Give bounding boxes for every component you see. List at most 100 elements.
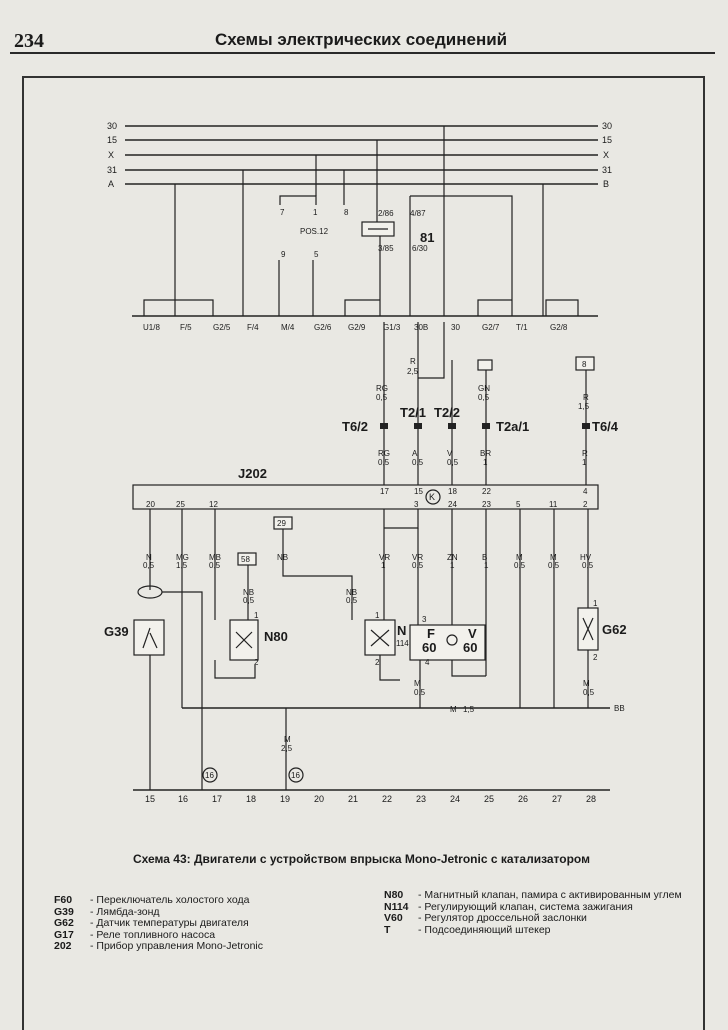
- ecu-pin: 20: [146, 500, 155, 509]
- ground-number: 24: [450, 794, 460, 804]
- panel-terminal: G2/9: [348, 323, 366, 332]
- ground-marker-label: 16: [291, 771, 300, 780]
- wire-code: 0,5: [414, 688, 426, 697]
- relay-pin: 1: [313, 208, 318, 217]
- panel-terminal: G1/3: [383, 323, 401, 332]
- wire-code: 0,5: [376, 393, 388, 402]
- wire-code: RG: [378, 449, 390, 458]
- wire-code: 1: [582, 458, 587, 467]
- legend-item: G62- Датчик температуры двигателя: [54, 917, 263, 930]
- wire-code: NB: [277, 553, 288, 562]
- component-label: N80: [264, 629, 288, 644]
- wire-code: M: [550, 553, 557, 562]
- wire-code: 0,5: [582, 561, 594, 570]
- bus-label: 15: [107, 135, 117, 145]
- ecu-pin: 17: [380, 487, 389, 496]
- connector-label: T6/4: [592, 419, 619, 434]
- supply-buses: 30 15 X 31 A 30 15 X 31 B: [107, 121, 612, 189]
- legend-desc: - Регулятор дроссельной заслонки: [418, 912, 587, 924]
- fuse-label: 58: [241, 555, 250, 564]
- panel-terminal: T/1: [516, 323, 528, 332]
- wire-code: MB: [209, 553, 221, 562]
- terminal-strip: U1/8 F/5 G2/5 F/4 M/4 G2/6 G2/9 G1/3 30B…: [132, 315, 598, 332]
- page-title: Схемы электрических соединений: [215, 30, 508, 49]
- wire-code: 0,5: [478, 393, 490, 402]
- ecu-pin: 18: [448, 487, 457, 496]
- ecu-pin: 11: [549, 500, 558, 509]
- legend-item: 202 - Прибор управления Mono-Jetronic: [54, 940, 263, 953]
- ground-number: 21: [348, 794, 358, 804]
- wire-code: NB: [346, 588, 357, 597]
- component-label: G62: [602, 622, 627, 637]
- wire-code: R: [583, 393, 589, 402]
- wire-code: RG: [376, 384, 388, 393]
- panel-terminal: G2/8: [550, 323, 568, 332]
- bus-label: X: [108, 150, 114, 160]
- relay-area: 7 1 8 9 5 POS.12 2/86 4/87 3/85 6/30 81: [143, 126, 579, 316]
- relay-pin: 6/30: [412, 244, 428, 253]
- wire-code: M: [583, 679, 590, 688]
- ground-number: 19: [280, 794, 290, 804]
- wire-code: M: [516, 553, 523, 562]
- component-g62: G62 1 2: [577, 599, 627, 662]
- ecu-pin: 24: [448, 500, 457, 509]
- legend-code: 202: [54, 940, 72, 952]
- connector-label: T2/2: [434, 405, 460, 420]
- ecu-pin: 15: [414, 487, 423, 496]
- component-pin: 2: [593, 653, 598, 662]
- component-pin: 1: [254, 611, 259, 620]
- legend-desc: - Магнитный клапан, памира с активирован…: [418, 889, 682, 901]
- ecu-pin: 4: [583, 487, 588, 496]
- wire-code: M: [414, 679, 421, 688]
- wire-code: M: [284, 735, 291, 744]
- panel-terminal: F/4: [247, 323, 259, 332]
- wire-code: A: [412, 449, 418, 458]
- ecu-pin: 3: [414, 500, 419, 509]
- bus-label-right: 15: [602, 135, 612, 145]
- fuse-box: [237, 552, 257, 566]
- panel-terminal: U1/8: [143, 323, 160, 332]
- component-n80: N80 1 2: [229, 611, 288, 667]
- component-label: N: [397, 623, 406, 638]
- component-pin: 2: [254, 658, 259, 667]
- component-pin: 3: [422, 615, 427, 624]
- relay-pin: 8: [344, 208, 349, 217]
- wire-code: 0,5: [209, 561, 221, 570]
- wire-code: VR: [412, 553, 423, 562]
- wire-code: ZN: [447, 553, 458, 562]
- figure-caption: Схема 43: Двигатели с устройством впрыск…: [133, 852, 590, 866]
- wire-code: 1,5: [176, 561, 188, 570]
- wire-code: 1,5: [463, 705, 475, 714]
- ground-number: 26: [518, 794, 528, 804]
- ecu-pin: 22: [482, 487, 491, 496]
- panel-terminal: G2/5: [213, 323, 231, 332]
- legend-desc: - Прибор управления Mono-Jetronic: [90, 940, 263, 952]
- ground-number: 28: [586, 794, 596, 804]
- ground-collector: 16 16: [182, 707, 610, 790]
- ecu-pin: 5: [516, 500, 521, 509]
- wire-code: 1: [381, 561, 386, 570]
- ground-number: 27: [552, 794, 562, 804]
- wire-code: HV: [580, 553, 592, 562]
- relay-label: 81: [420, 230, 434, 245]
- relay-pin: 3/85: [378, 244, 394, 253]
- ground-number: 20: [314, 794, 324, 804]
- relay-pin: 4/87: [410, 209, 426, 218]
- legend-right: N80- Магнитный клапан, памира с активиро…: [384, 889, 682, 936]
- ecu-supply-wires: 8 R 2,5 RG 0,5 GN 0,5 R 1,5 T6/2 T2/1 T2…: [342, 322, 619, 485]
- wire-code: 1: [484, 561, 489, 570]
- panel-terminal: G2/7: [482, 323, 500, 332]
- component-pin: 1: [593, 599, 598, 608]
- legend-desc: - Подсоединяющий штекер: [418, 923, 551, 936]
- ground-marker-label: 16: [205, 771, 214, 780]
- legend-code: T: [384, 923, 391, 936]
- panel-terminal: G2/6: [314, 323, 332, 332]
- legend-code: N114: [384, 900, 409, 913]
- legend-desc: - Датчик температуры двигателя: [90, 917, 249, 929]
- ecu-j202: J202 K 17 15 18 22 4 20 25 12 3 24 23 5 …: [132, 466, 599, 510]
- wire-code: NB: [243, 588, 254, 597]
- legend-item: N114- Регулирующий клапан, система зажиг…: [384, 900, 682, 914]
- bus-label: 30: [107, 121, 117, 131]
- ground-number: 17: [212, 794, 222, 804]
- wire-code: GN: [478, 384, 490, 393]
